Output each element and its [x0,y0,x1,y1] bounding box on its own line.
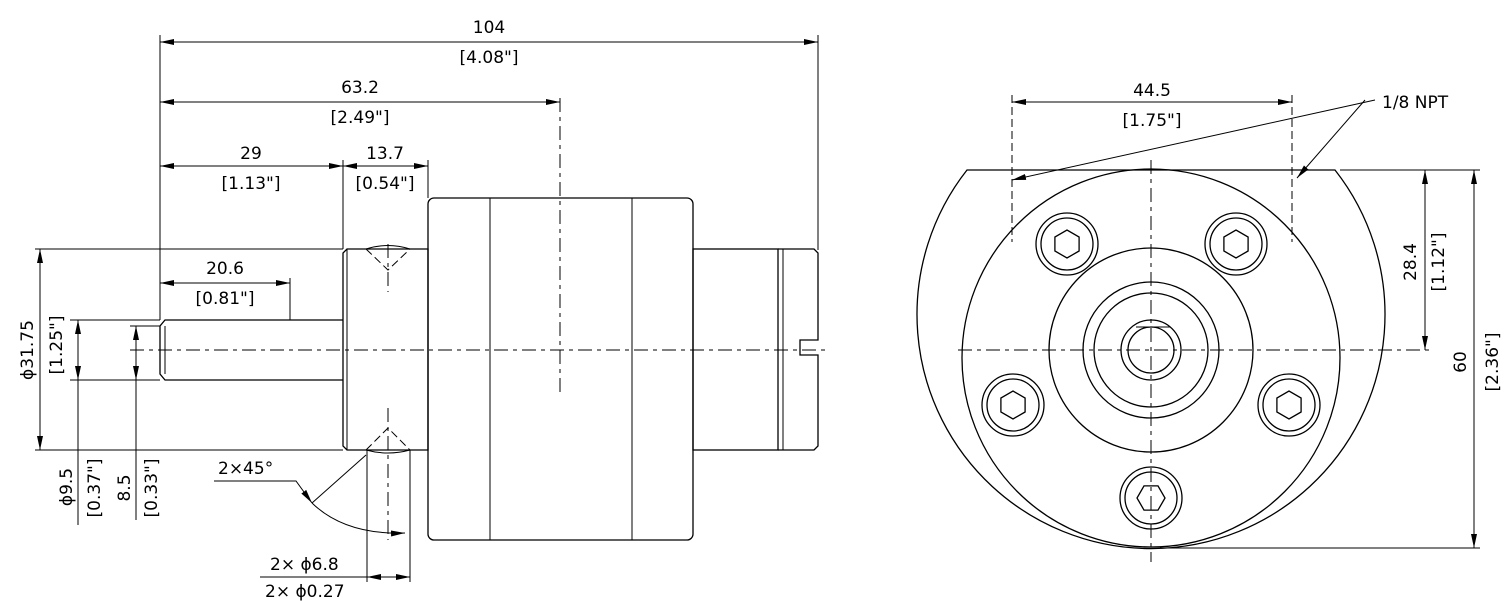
port-spacing-mm: 44.5 [1133,81,1171,101]
socket-head-bolt-icon [1204,212,1268,276]
shaft-flange-mm: 29 [240,144,262,164]
front-dimension-lines [1011,95,1480,549]
housing-outline [916,169,1386,550]
bolt-group [981,212,1321,530]
hole-mm: 2× ϕ6.8 [270,555,339,575]
overall-length-in: [4.08"] [460,48,519,68]
flat-height-in: [0.33"] [142,459,162,518]
flange-diameter-mm: ϕ31.75 [18,320,38,380]
front-view: 44.5 [1.75"] 1/8 NPT 28.4 [1.12"] 60 [2.… [916,81,1503,562]
center-height-mm: 28.4 [1401,243,1421,281]
hole-in: 2× ϕ0.27 [265,582,345,601]
center-length-in: [2.49"] [331,108,390,128]
shaft-diameter-in: [0.37"] [85,459,105,518]
end-cap [778,248,819,451]
flange-width-in: [0.54"] [356,174,415,194]
socket-head-bolt-icon [1119,466,1183,530]
flat-height-mm: 8.5 [115,474,135,501]
center-length-mm: 63.2 [341,78,379,98]
flange-diameter-in: [1.25"] [47,316,67,375]
shaft-flange-in: [1.13"] [222,174,281,194]
socket-head-bolt-icon [1035,212,1099,276]
chamfer-label: 2×45° [218,459,273,479]
socket-head-bolt-icon [1257,373,1321,437]
port-spacing-in: [1.75"] [1123,111,1182,131]
overall-height-in: [2.36"] [1483,333,1503,392]
overall-length-mm: 104 [473,18,505,38]
extension-lines [35,35,819,582]
shaft-diameter-mm: ϕ9.5 [57,468,77,506]
socket-head-bolt-icon [981,373,1045,437]
key-length-in: [0.81"] [196,289,255,309]
port-label: 1/8 NPT [1382,93,1449,113]
overall-height-mm: 60 [1451,351,1471,373]
side-view: 104 [4.08"] 63.2 [2.49"] 29 [1.13"] 13.7… [18,18,830,601]
flange-width-mm: 13.7 [366,144,404,164]
dimension-lines [37,39,818,580]
key-length-mm: 20.6 [206,259,244,279]
center-height-in: [1.12"] [1429,233,1449,292]
